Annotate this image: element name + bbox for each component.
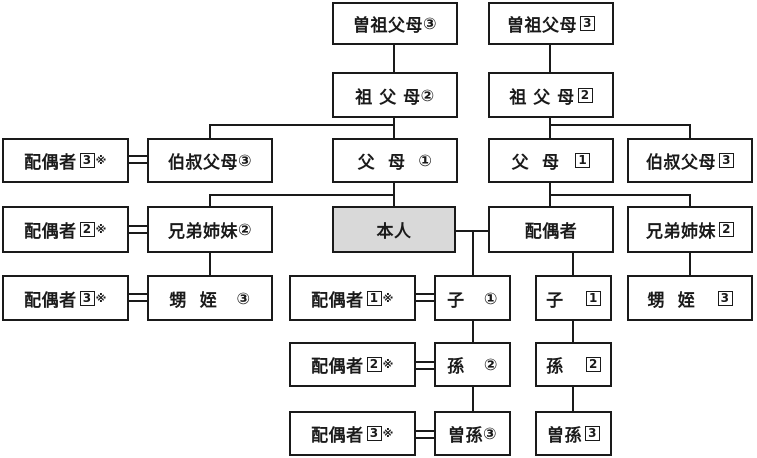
- node-grandchild-left: 孫 ②: [434, 342, 511, 387]
- node-child-left: 子 ①: [434, 275, 511, 321]
- node-spouse: 配偶者: [488, 206, 614, 253]
- node-child-right: 子 1: [535, 275, 612, 321]
- node-parents-right: 父 母 1: [488, 138, 614, 183]
- node-parents-left: 父 母 ①: [332, 138, 458, 183]
- node-nephews-right: 甥 姪 3: [627, 275, 753, 321]
- node-self: 本人: [332, 206, 456, 253]
- node-nephews-left: 甥 姪 ③: [147, 275, 273, 321]
- node-grandchild-right: 孫 2: [535, 342, 612, 387]
